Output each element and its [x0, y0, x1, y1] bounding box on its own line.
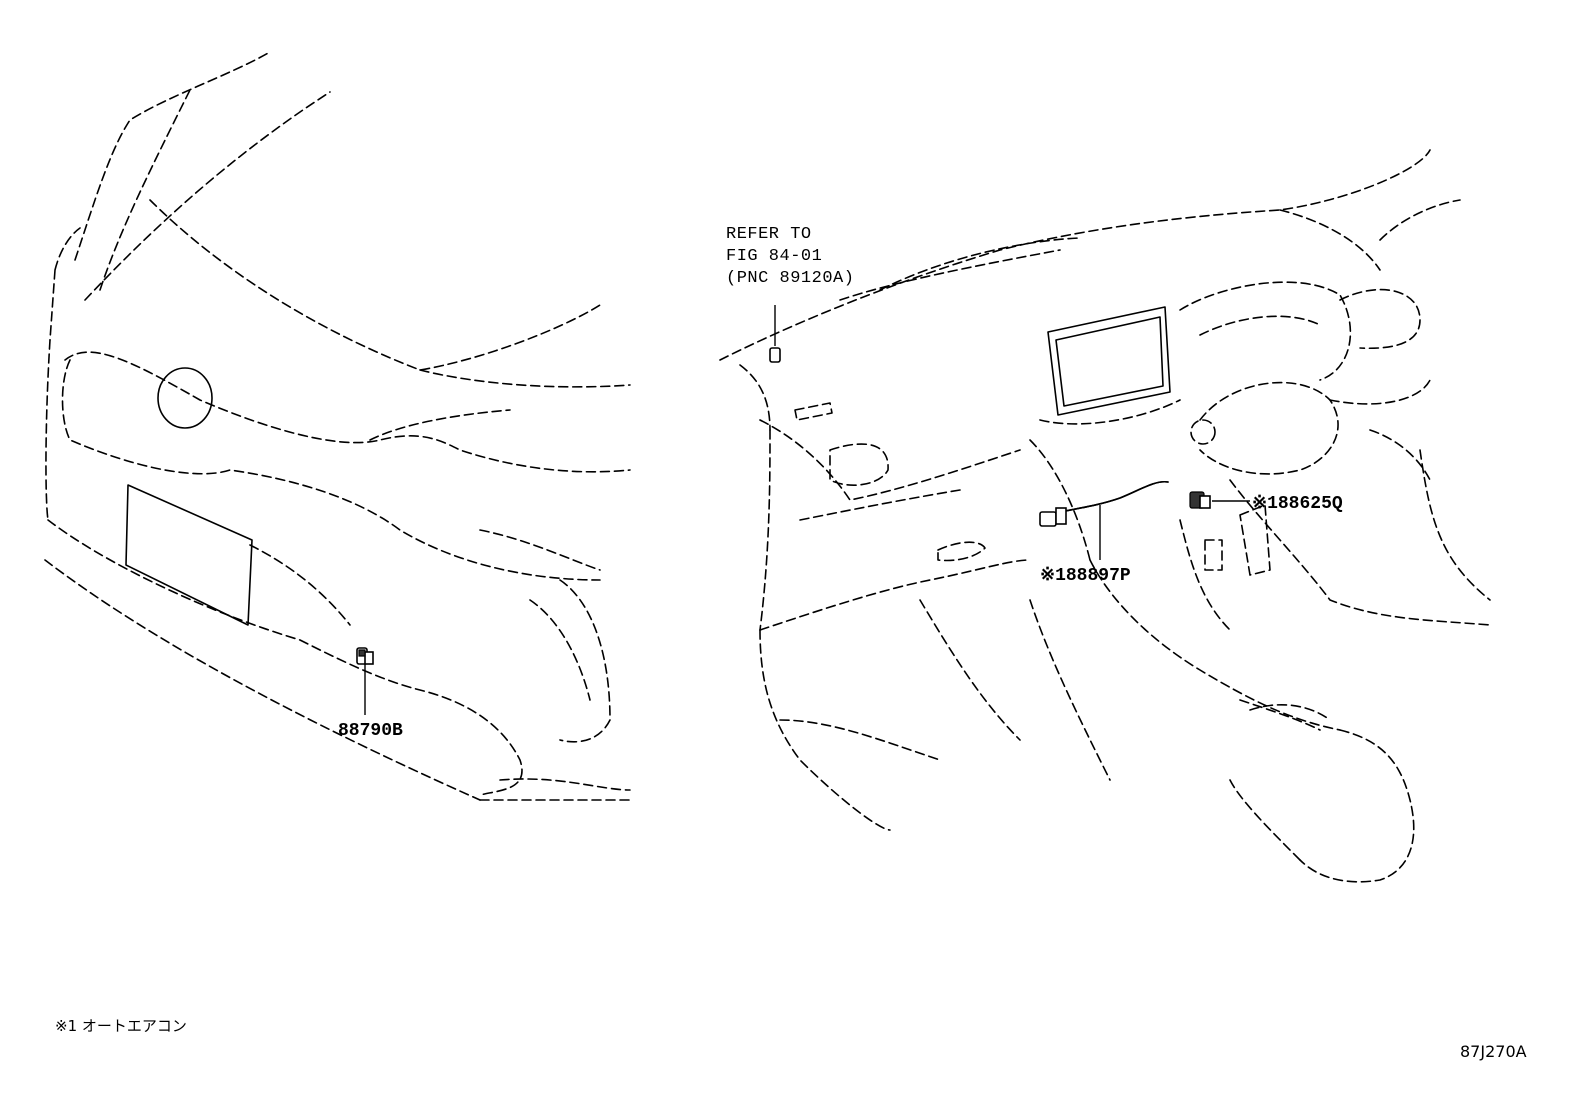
defroster-nozzle-part — [769, 305, 781, 363]
callout-188897p: ※188897P — [1040, 566, 1131, 586]
instrument-panel-view: ※188897P ※188625Q REFER TO FIG 84-01 (PN… — [719, 149, 1491, 883]
refer-to-line-1: REFER TO — [726, 225, 812, 244]
callout-88790b: 88790B — [338, 721, 403, 741]
footnote: ※1 オートエアコン — [55, 1017, 187, 1035]
figure-id: 87J270A — [1460, 1042, 1527, 1061]
ambient-sensor-part — [356, 647, 374, 715]
callout-188625q: ※188625Q — [1252, 494, 1343, 514]
refer-to-line-2: FIG 84-01 — [726, 247, 822, 266]
front-bumper-view: 88790B — [44, 51, 631, 801]
aspirator-hose-part — [1039, 480, 1169, 560]
refer-to-line-3: (PNC 89120A) — [726, 269, 854, 288]
cabin-sensor-part — [1189, 491, 1250, 509]
